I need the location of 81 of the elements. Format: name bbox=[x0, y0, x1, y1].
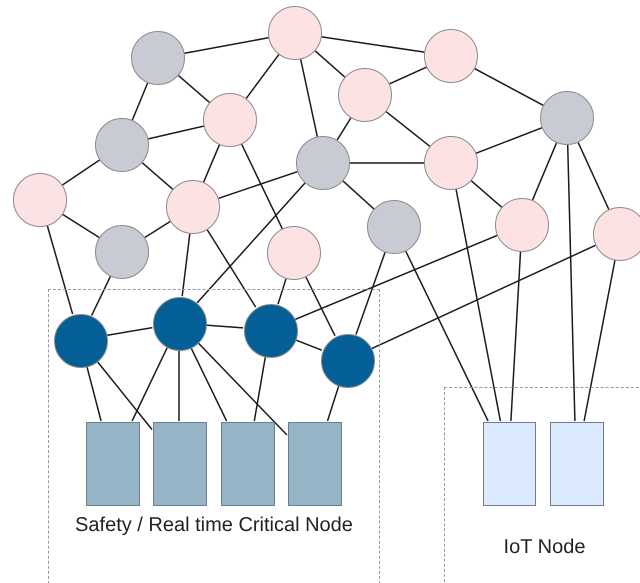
network-node-circle bbox=[131, 31, 185, 85]
device-box bbox=[483, 422, 536, 506]
network-node-circle bbox=[166, 180, 220, 234]
network-node-circle bbox=[203, 93, 257, 147]
connection-line bbox=[355, 252, 386, 335]
device-box bbox=[550, 422, 604, 506]
connection-line bbox=[386, 111, 430, 147]
connection-line bbox=[246, 54, 280, 99]
network-node-circle bbox=[153, 297, 207, 351]
connection-line bbox=[106, 326, 153, 336]
device-box bbox=[221, 422, 275, 506]
connection-line bbox=[202, 144, 220, 182]
connection-line bbox=[178, 350, 180, 421]
network-node-circle bbox=[593, 207, 640, 261]
connection-line bbox=[178, 75, 210, 103]
network-node-circle bbox=[424, 136, 478, 190]
network-node-circle bbox=[495, 198, 549, 252]
connection-line bbox=[314, 50, 346, 78]
group-label: IoT Node bbox=[502, 535, 586, 560]
connection-line bbox=[131, 347, 168, 422]
network-node-circle bbox=[95, 225, 149, 279]
connection-line bbox=[96, 360, 153, 430]
connection-line bbox=[405, 250, 489, 422]
connection-line bbox=[583, 260, 616, 422]
network-node-circle bbox=[367, 200, 421, 254]
network-node-circle bbox=[54, 314, 108, 368]
connection-line bbox=[206, 230, 256, 308]
network-node-circle bbox=[267, 226, 321, 280]
connection-line bbox=[197, 342, 288, 436]
connection-line bbox=[578, 142, 610, 210]
connection-line bbox=[305, 276, 336, 336]
connection-line bbox=[196, 182, 306, 304]
connection-line bbox=[455, 189, 502, 422]
connection-line bbox=[476, 127, 542, 154]
connection-line bbox=[342, 180, 374, 210]
network-node-circle bbox=[540, 91, 594, 145]
connection-line bbox=[510, 252, 522, 422]
connection-line bbox=[184, 37, 269, 54]
group-label: Safety / Real time Critical Node bbox=[74, 513, 354, 538]
connection-line bbox=[90, 276, 112, 316]
connection-line bbox=[241, 144, 283, 230]
connection-line bbox=[144, 220, 171, 238]
device-box bbox=[288, 422, 342, 506]
dashed-group-frame bbox=[444, 387, 640, 583]
connection-line bbox=[277, 278, 287, 304]
connection-line bbox=[371, 244, 596, 350]
connection-line bbox=[46, 226, 74, 314]
connection-line bbox=[206, 324, 244, 329]
connection-line bbox=[86, 366, 102, 422]
network-node-circle bbox=[296, 136, 350, 190]
connection-line bbox=[532, 142, 558, 200]
connection-line bbox=[142, 162, 174, 190]
connection-line bbox=[294, 339, 322, 351]
connection-line bbox=[336, 118, 352, 140]
network-node-circle bbox=[13, 173, 67, 227]
connection-line bbox=[254, 356, 266, 422]
connection-line bbox=[322, 36, 424, 53]
connection-line bbox=[566, 144, 576, 422]
connection-line bbox=[132, 82, 148, 120]
connection-line bbox=[148, 125, 204, 140]
connection-line bbox=[218, 170, 298, 200]
network-node-circle bbox=[268, 6, 322, 60]
network-node-circle bbox=[244, 304, 298, 358]
connection-line bbox=[190, 346, 228, 422]
connection-line bbox=[350, 162, 424, 164]
connection-line bbox=[294, 234, 498, 320]
connection-line bbox=[300, 59, 318, 137]
device-box bbox=[153, 422, 207, 506]
network-node-circle bbox=[424, 29, 478, 83]
network-node-circle bbox=[321, 334, 375, 388]
network-node-circle bbox=[338, 68, 392, 122]
dashed-group-frame bbox=[48, 289, 380, 583]
connection-line bbox=[474, 68, 544, 106]
connection-line bbox=[326, 385, 340, 422]
connection-line bbox=[62, 159, 100, 186]
connection-line bbox=[470, 180, 502, 208]
connection-line bbox=[389, 66, 427, 84]
network-node-circle bbox=[95, 118, 149, 172]
connection-line bbox=[62, 214, 100, 238]
device-box bbox=[86, 422, 140, 506]
connection-line bbox=[181, 234, 191, 296]
